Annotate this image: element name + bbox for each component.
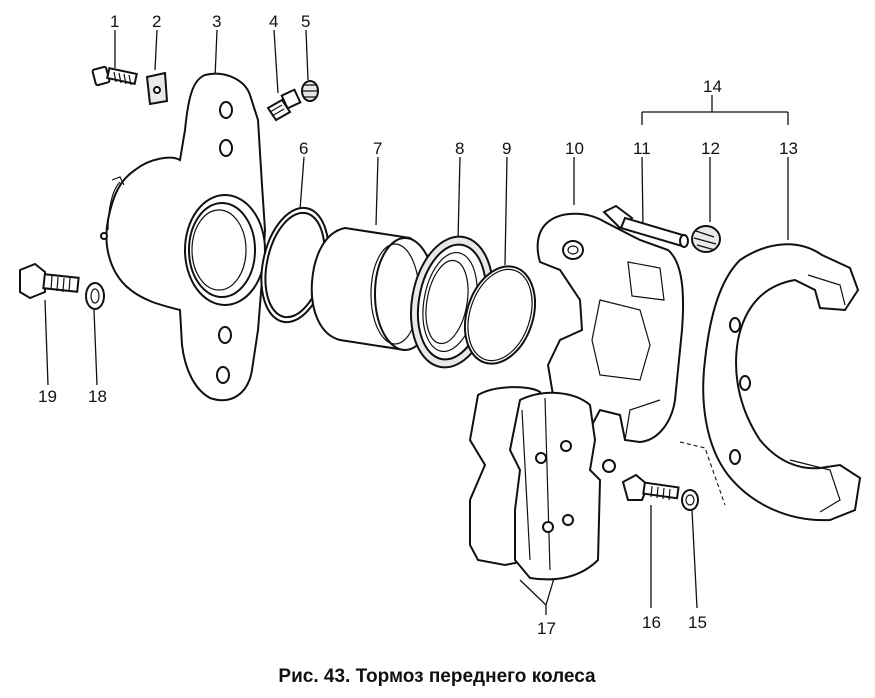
label-11: 11 — [633, 139, 651, 158]
caliper-bracket-13 — [702, 243, 862, 522]
label-1: 1 — [110, 12, 119, 31]
part-number-labels: 1 2 3 4 5 6 7 8 9 10 11 12 13 14 15 16 1… — [38, 12, 798, 638]
label-12: 12 — [701, 139, 720, 158]
label-13: 13 — [779, 139, 798, 158]
label-19: 19 — [38, 387, 57, 406]
label-16: 16 — [642, 613, 661, 632]
washer-15 — [681, 489, 699, 511]
retaining-ring-9 — [464, 265, 536, 365]
label-5: 5 — [301, 12, 310, 31]
assembly-guide-dash — [679, 441, 726, 506]
label-4: 4 — [269, 12, 278, 31]
bolt-16 — [621, 473, 680, 501]
bolt-19 — [19, 262, 80, 300]
bleeder-valve-4 — [266, 88, 302, 122]
label-8: 8 — [455, 139, 464, 158]
label-2: 2 — [152, 12, 161, 31]
label-14: 14 — [703, 77, 722, 96]
label-17: 17 — [537, 619, 556, 638]
bleeder-cap-5 — [301, 80, 319, 102]
figure-caption: Рис. 43. Тормоз переднего колеса — [278, 666, 596, 687]
label-18: 18 — [88, 387, 107, 406]
label-6: 6 — [299, 139, 308, 158]
washer-18 — [85, 282, 105, 310]
guide-boot-12 — [691, 225, 721, 253]
caliper-housing-10 — [536, 212, 685, 444]
label-3: 3 — [212, 12, 221, 31]
label-7: 7 — [373, 139, 382, 158]
label-10: 10 — [565, 139, 584, 158]
label-15: 15 — [688, 613, 707, 632]
guide-pin-11 — [602, 204, 689, 248]
label-9: 9 — [502, 139, 511, 158]
lock-plate-2 — [145, 71, 169, 106]
bolt-1 — [91, 65, 138, 87]
brake-pads-17 — [468, 386, 616, 581]
caliper-bracket-3 — [100, 72, 267, 402]
